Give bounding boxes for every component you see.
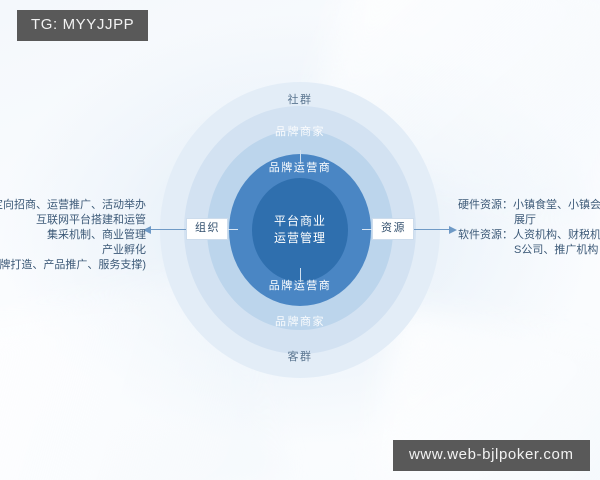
right-text-block: 硬件资源： 小镇食堂、小镇会堂 展厅 软件资源： 人资机构、财税机构 S公司、推… [458, 198, 600, 258]
ring-label-second-top: 品牌商家 [275, 126, 325, 138]
left-text-block: 定向招商、运营推广、活动举办 互联网平台搭建和运管 集采机制、商业管理 产业孵化… [0, 198, 146, 273]
watermark-bottom-right: www.web-bjlpoker.com [393, 440, 590, 471]
arrow-left-icon [143, 225, 186, 234]
center-label-line2: 运营管理 [273, 231, 326, 245]
left-text-line5: 品牌打造、产品推广、服务支撑) [0, 259, 146, 271]
ring-label-outer-top: 社群 [287, 94, 313, 106]
right-text-hardware-row: 硬件资源： 小镇食堂、小镇会堂 [458, 198, 600, 213]
center-label: 平台商业 运营管理 [240, 213, 360, 247]
ring-label-third-bottom: 品牌运营商 [268, 280, 332, 292]
right-text-software-value: 人资机构、财税机构 [513, 229, 600, 241]
right-text-hardware-value2: 展厅 [514, 214, 536, 226]
axis-tick-top [300, 150, 301, 164]
ring-label-third-top: 品牌运营商 [268, 162, 332, 174]
right-text-hardware-key: 硬件资源： [458, 199, 513, 211]
right-text-software-row: 软件资源： 人资机构、财税机构 [458, 228, 600, 243]
ring-label-outer-bottom: 客群 [287, 351, 313, 363]
right-text-software-key: 软件资源： [458, 229, 513, 241]
ring-core [252, 178, 348, 282]
right-text-hardware-value: 小镇食堂、小镇会堂 [513, 199, 600, 211]
axis-tick-bottom [300, 268, 301, 282]
watermark-top-left: TG: MYYJJPP [17, 10, 149, 41]
left-text-line2: 互联网平台搭建和运管 [36, 214, 146, 226]
right-text-software-value2: S公司、推广机构 [514, 244, 599, 256]
left-text-line4: 产业孵化 [102, 244, 146, 256]
left-text-line1: 定向招商、运营推广、活动举办 [0, 199, 146, 211]
arrow-right-icon [414, 225, 457, 234]
pill-organization: 组织 [186, 218, 228, 240]
center-label-line1: 平台商业 [273, 214, 326, 228]
pill-resources: 资源 [372, 218, 414, 240]
left-text-line3: 集采机制、商业管理 [47, 229, 146, 241]
ring-label-second-bottom: 品牌商家 [275, 316, 325, 328]
